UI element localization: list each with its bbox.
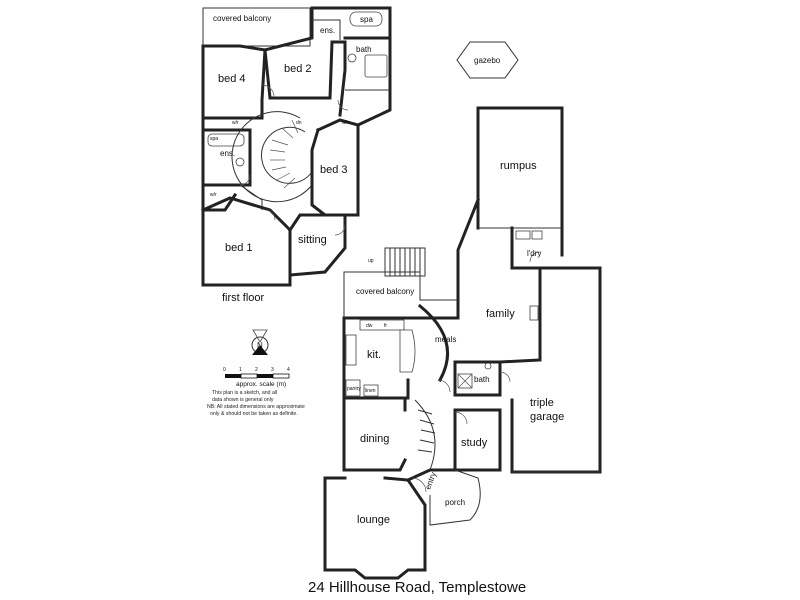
- garage-wall: [510, 266, 602, 474]
- bed3-wall-2: [310, 128, 360, 217]
- entry-wall: [406, 468, 457, 482]
- scale-tick-1: 1: [239, 367, 242, 373]
- bed3-wall: [316, 118, 360, 132]
- label-ens-upper: ens.: [320, 26, 335, 35]
- first-floor-plan: [201, 6, 392, 287]
- covered-balcony-upper: [202, 7, 311, 47]
- kitchen-wall: [342, 316, 410, 400]
- label-covered-balcony-upper: covered balcony: [213, 14, 271, 23]
- porch-outline: [429, 469, 481, 526]
- label-family: family: [486, 308, 515, 320]
- label-porch: porch: [445, 498, 465, 507]
- fireplace: [529, 305, 539, 321]
- bath-tub-upper: [364, 54, 388, 78]
- toilet-upper: [347, 53, 357, 63]
- label-wir-3: w/r: [342, 120, 349, 126]
- label-entry: entry: [423, 471, 438, 491]
- spa-left-tub: [207, 133, 245, 147]
- kitchen-island: [399, 329, 416, 373]
- study-wall: [453, 408, 502, 472]
- door-swings-ground: [437, 251, 541, 425]
- label-ldry: l'dry: [527, 249, 541, 258]
- lounge-wall: [323, 476, 427, 580]
- label-bed4: bed 4: [218, 73, 246, 85]
- passage-wall: [456, 198, 480, 302]
- curved-stair: [231, 111, 313, 203]
- dining-wall: [342, 457, 408, 472]
- label-spa: spa: [360, 15, 373, 24]
- disclaimer-line-4: only & should not be taken as definite.: [210, 411, 298, 417]
- label-fridge: fr: [384, 323, 387, 329]
- label-dining: dining: [360, 433, 389, 445]
- label-bath-upper: bath: [356, 45, 372, 54]
- ens-left-wall: [201, 128, 252, 187]
- scale-tick-3: 3: [271, 367, 274, 373]
- label-bath-lower: bath: [474, 375, 490, 384]
- curved-stair-inner: [261, 126, 313, 184]
- kitchen-bench-left: [345, 334, 357, 366]
- scale-label: approx. scale (m): [236, 381, 286, 388]
- disclaimer-line-2: data shown is general only: [212, 397, 274, 403]
- entry-stair: [414, 399, 436, 471]
- label-study: study: [461, 437, 488, 449]
- label-covered-balcony-lower: covered balcony: [356, 287, 414, 296]
- label-bed3: bed 3: [320, 164, 348, 176]
- label-linen: linen: [365, 388, 376, 394]
- ground-floor-plan: [323, 106, 602, 580]
- scale-bar: [225, 373, 290, 379]
- first-floor-outer-wall: [201, 6, 392, 287]
- label-bed1: bed 1: [225, 242, 253, 254]
- label-garage: garage: [530, 411, 564, 423]
- pantry-box: [345, 379, 361, 397]
- label-wir-2: w/r: [210, 192, 217, 198]
- linen-box: [363, 384, 379, 397]
- spa-tub: [349, 11, 383, 27]
- gazebo: [456, 41, 519, 79]
- basin-lower: [484, 362, 492, 370]
- rumpus-wall: [476, 106, 564, 257]
- compass-letter: N: [257, 341, 263, 350]
- door-swings-upper: [239, 84, 349, 236]
- bed4-wall: [201, 48, 267, 120]
- straight-stair: [384, 247, 426, 277]
- disclaimer-line-1: This plan is a sketch, and all: [212, 390, 277, 396]
- label-pantry: pantry: [347, 386, 361, 392]
- label-dn: dn: [296, 120, 302, 126]
- ldry-tub: [515, 230, 531, 240]
- label-sitting: sitting: [298, 234, 327, 246]
- disclaimer-line-3: NB: All stated dimensions are approximat…: [207, 404, 305, 410]
- bed1-wall: [201, 196, 292, 277]
- scale-tick-4: 4: [287, 367, 290, 373]
- toilet-left: [235, 157, 245, 167]
- label-bed2: bed 2: [284, 63, 312, 75]
- label-first-floor: first floor: [222, 292, 265, 304]
- scale-tick-2: 2: [255, 367, 258, 373]
- label-lounge: lounge: [357, 514, 390, 526]
- label-wir-1: w/r: [232, 120, 239, 126]
- label-gazebo: gazebo: [474, 56, 501, 65]
- sitting-wall: [287, 213, 327, 233]
- compass: [251, 329, 269, 355]
- label-kit: kit.: [367, 349, 381, 361]
- label-up: up: [368, 258, 374, 264]
- ldry-washer: [531, 230, 543, 240]
- label-triple: triple: [530, 397, 554, 409]
- scale-tick-0: 0: [223, 367, 226, 373]
- meals-bay: [417, 303, 449, 383]
- label-dw: dw: [366, 323, 373, 329]
- bed2-wall: [263, 40, 347, 117]
- stair-treads-upper: [269, 119, 299, 189]
- label-meals: meals: [435, 335, 456, 344]
- address-title: 24 Hillhouse Road, Templestowe: [308, 579, 526, 596]
- entry-door: [411, 477, 427, 493]
- wir-left-wall: [201, 183, 238, 212]
- kitchen-bench-top: [359, 319, 405, 331]
- label-spa-left: spa: [210, 136, 218, 142]
- family-wall: [498, 266, 542, 397]
- bath-lower-wall: [453, 360, 502, 397]
- ens-upper-wall: [312, 19, 341, 40]
- label-ens-left: ens.: [220, 149, 235, 158]
- label-rumpus: rumpus: [500, 160, 537, 172]
